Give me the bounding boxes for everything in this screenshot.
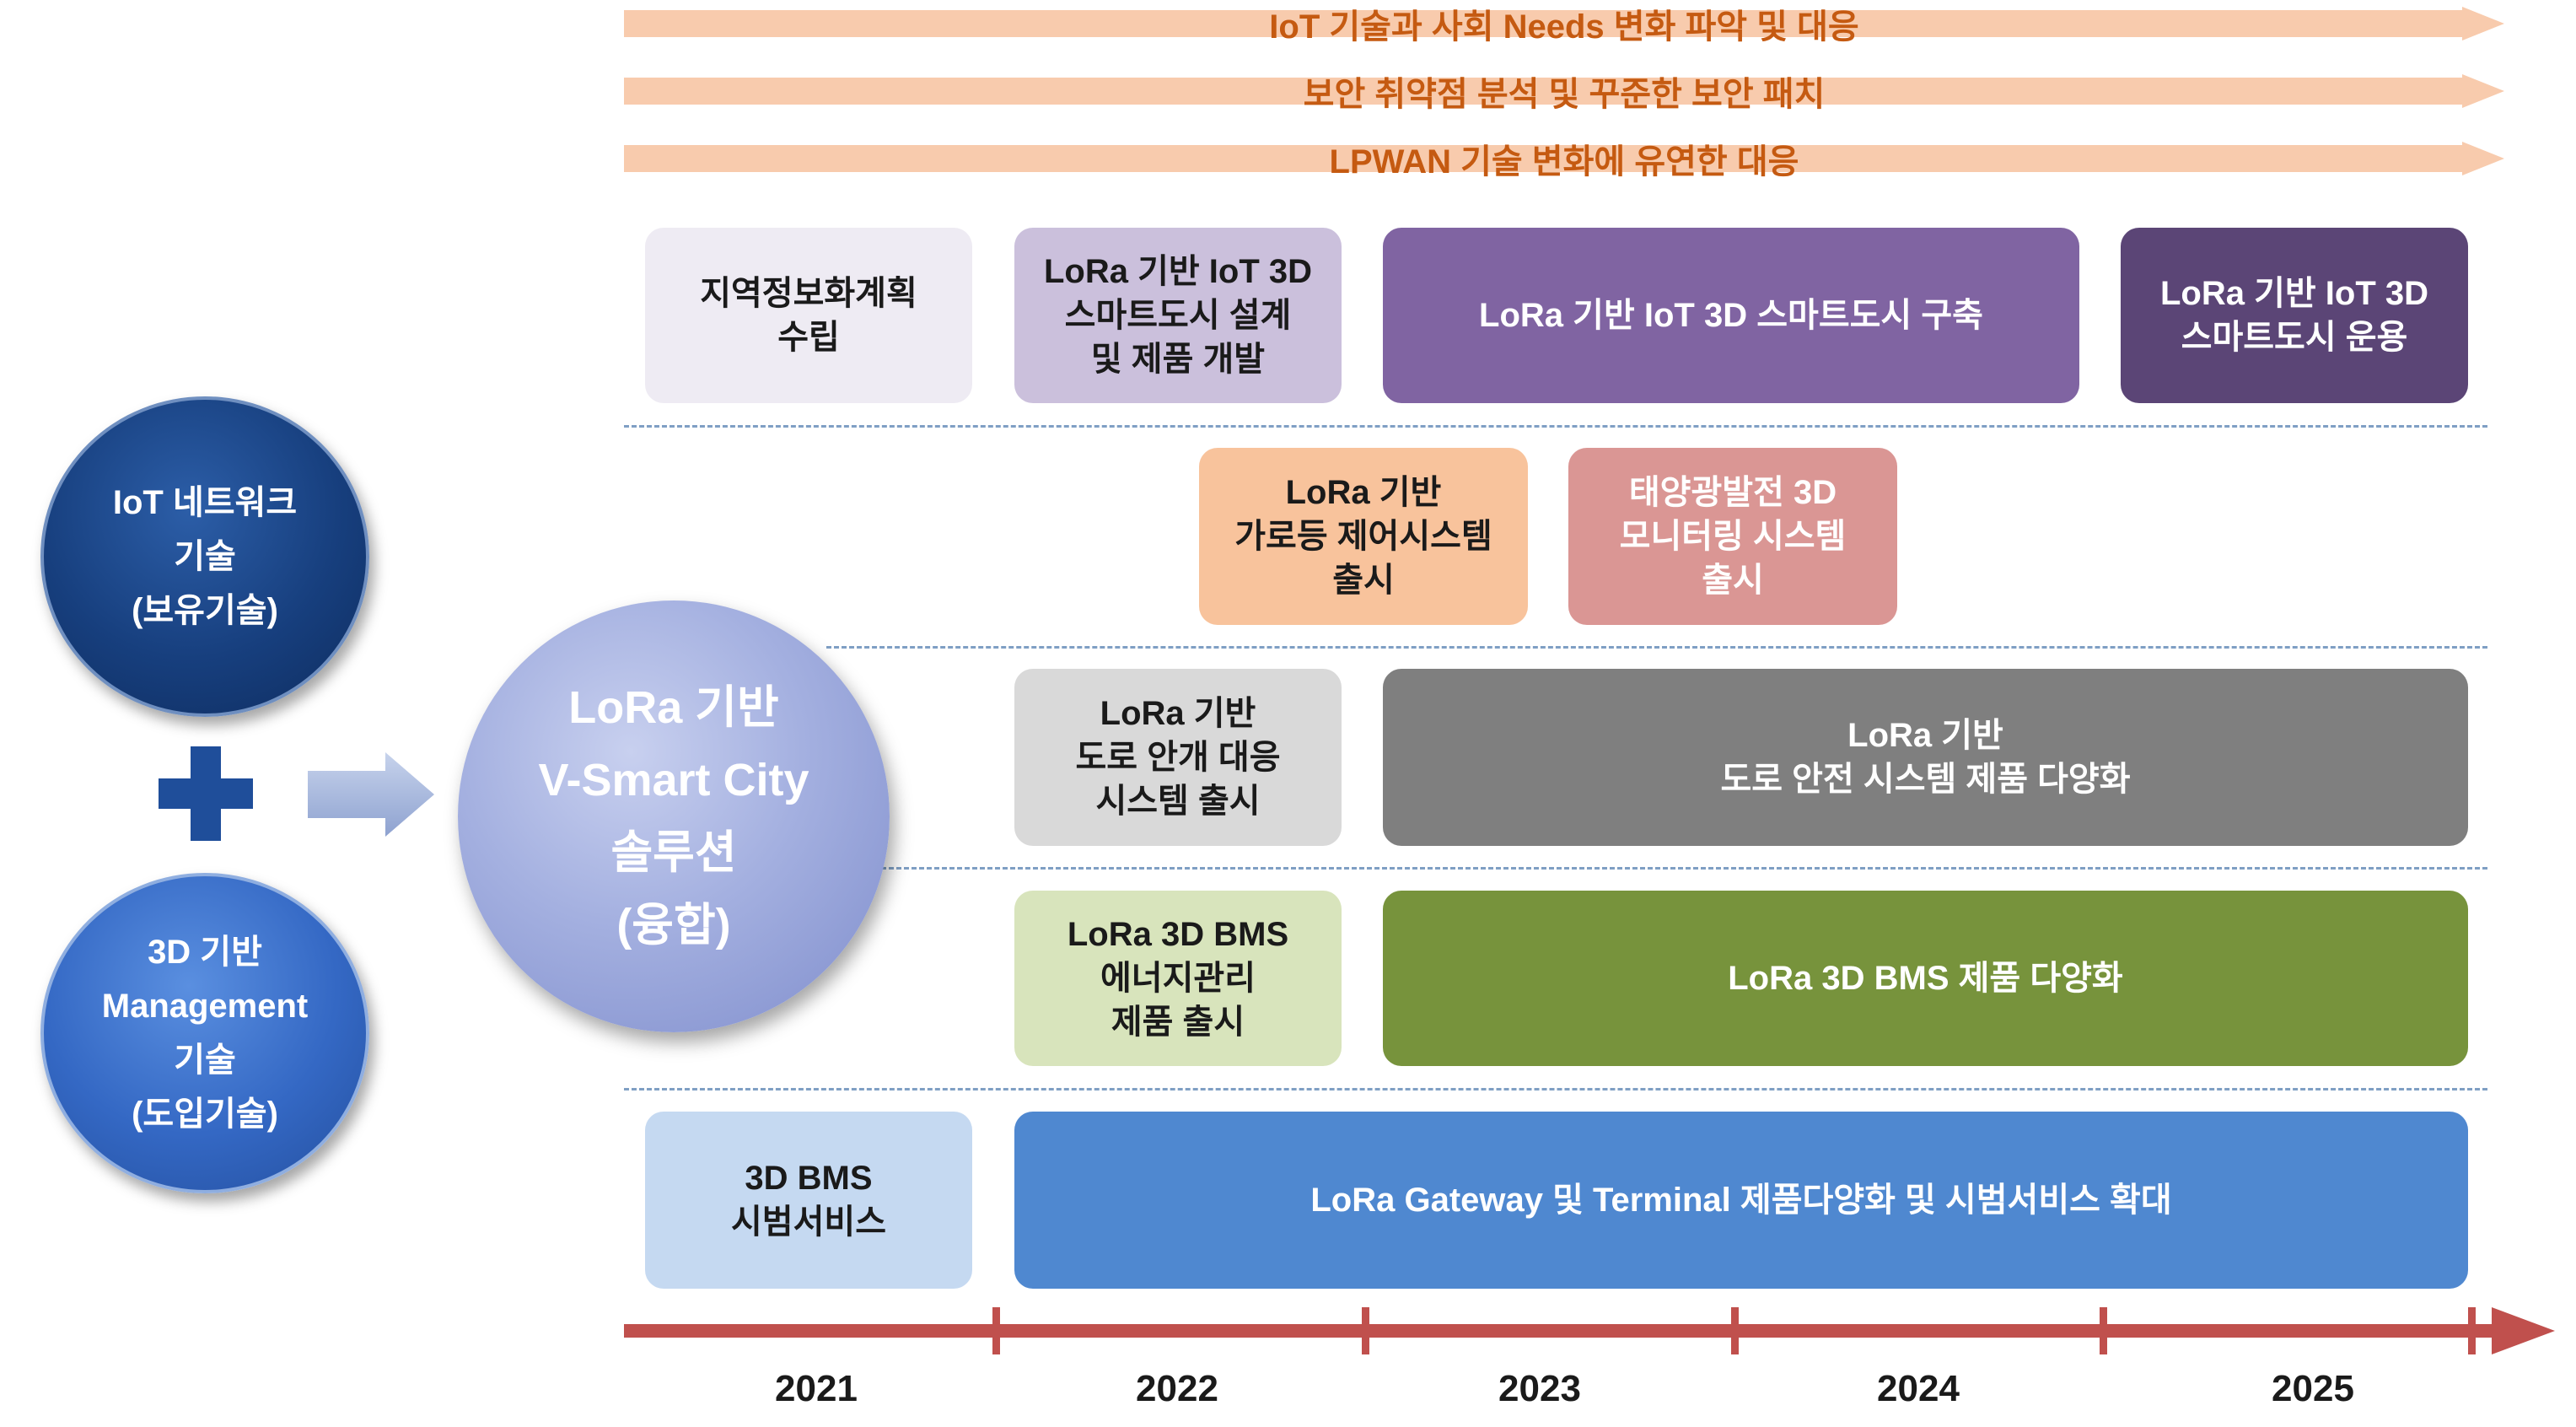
box-bms-pilot: 3D BMS 시범서비스 <box>645 1112 972 1289</box>
divider-3 <box>881 867 2487 870</box>
year-label-2025: 2025 <box>2272 1368 2354 1409</box>
box-road-safety-diversify: LoRa 기반 도로 안전 시스템 제품 다양화 <box>1383 669 2468 846</box>
banner-arrow-icon <box>624 74 2504 108</box>
banner-label: 보안 취약점 분석 및 꾸준한 보안 패치 <box>1303 76 1826 113</box>
box-solar-monitoring: 태양광발전 3D 모니터링 시스템 출시 <box>1568 448 1897 625</box>
box-bms-energy-release: LoRa 3D BMS 에너지관리 제품 출시 <box>1014 891 1342 1066</box>
divider-4 <box>624 1088 2487 1090</box>
box-smartcity-design: LoRa 기반 IoT 3D 스마트도시 설계 및 제품 개발 <box>1014 228 1342 403</box>
circle-iot-network-tech: IoT 네트워크 기술 (보유기술) <box>40 396 369 717</box>
box-road-fog-system: LoRa 기반 도로 안개 대응 시스템 출시 <box>1014 669 1342 846</box>
box-streetlight-system: LoRa 기반 가로등 제어시스템 출시 <box>1199 448 1528 625</box>
plus-icon <box>159 746 253 841</box>
circle-3d-management-tech: 3D 기반 Management 기술 (도입기술) <box>40 873 369 1193</box>
year-label-2023: 2023 <box>1498 1368 1581 1409</box>
box-smartcity-operate: LoRa 기반 IoT 3D 스마트도시 운용 <box>2121 228 2468 403</box>
box-bms-diversify: LoRa 3D BMS 제품 다양화 <box>1383 891 2468 1066</box>
circle-vsmartcity-solution: LoRa 기반 V-Smart City 솔루션 (융합) <box>458 600 890 1032</box>
year-label-2024: 2024 <box>1877 1368 1960 1409</box>
banner-label: LPWAN 기술 변화에 유연한 대응 <box>1329 143 1799 180</box>
box-smartcity-build: LoRa 기반 IoT 3D 스마트도시 구축 <box>1383 228 2079 403</box>
year-label-2021: 2021 <box>775 1368 858 1409</box>
box-gateway-terminal-expand: LoRa Gateway 및 Terminal 제품다양화 및 시범서비스 확대 <box>1014 1112 2468 1289</box>
box-regional-info-plan: 지역정보화계획 수립 <box>645 228 972 403</box>
banner-iot-needs: IoT 기술과 사회 Needs 변화 파악 및 대응 <box>624 7 2504 46</box>
timeline-arrow <box>624 1307 2555 1354</box>
banner-arrow-icon <box>624 142 2504 175</box>
divider-2 <box>826 646 2487 649</box>
divider-1 <box>624 425 2487 428</box>
right-arrow-icon <box>308 752 434 837</box>
year-label-2022: 2022 <box>1136 1368 1218 1409</box>
banner-lpwan: LPWAN 기술 변화에 유연한 대응 <box>624 142 2504 180</box>
banner-arrow-icon <box>624 7 2504 40</box>
banner-security-patch: 보안 취약점 분석 및 꾸준한 보안 패치 <box>624 74 2504 113</box>
banner-label: IoT 기술과 사회 Needs 변화 파악 및 대응 <box>1269 8 1859 46</box>
